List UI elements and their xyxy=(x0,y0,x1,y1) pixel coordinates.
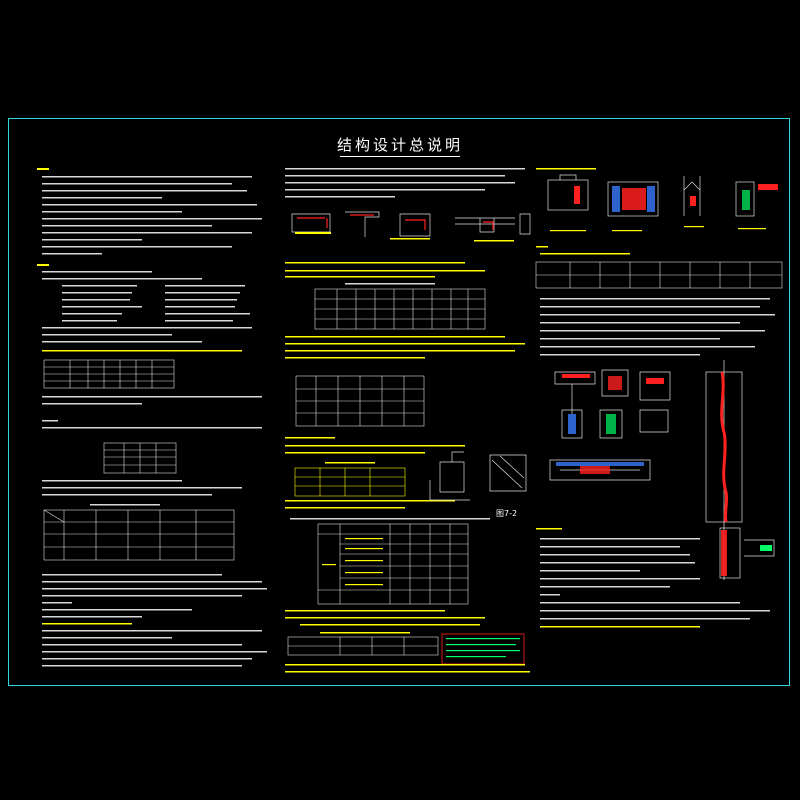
figure-label: 图7-2 xyxy=(496,509,517,518)
drawing-title: 结构设计总说明 xyxy=(336,136,463,154)
column-1-notes xyxy=(37,168,267,667)
column-2-notes xyxy=(285,168,531,673)
title-underline xyxy=(340,156,460,157)
column-3-notes xyxy=(535,168,783,628)
drawing-frame xyxy=(8,118,790,686)
